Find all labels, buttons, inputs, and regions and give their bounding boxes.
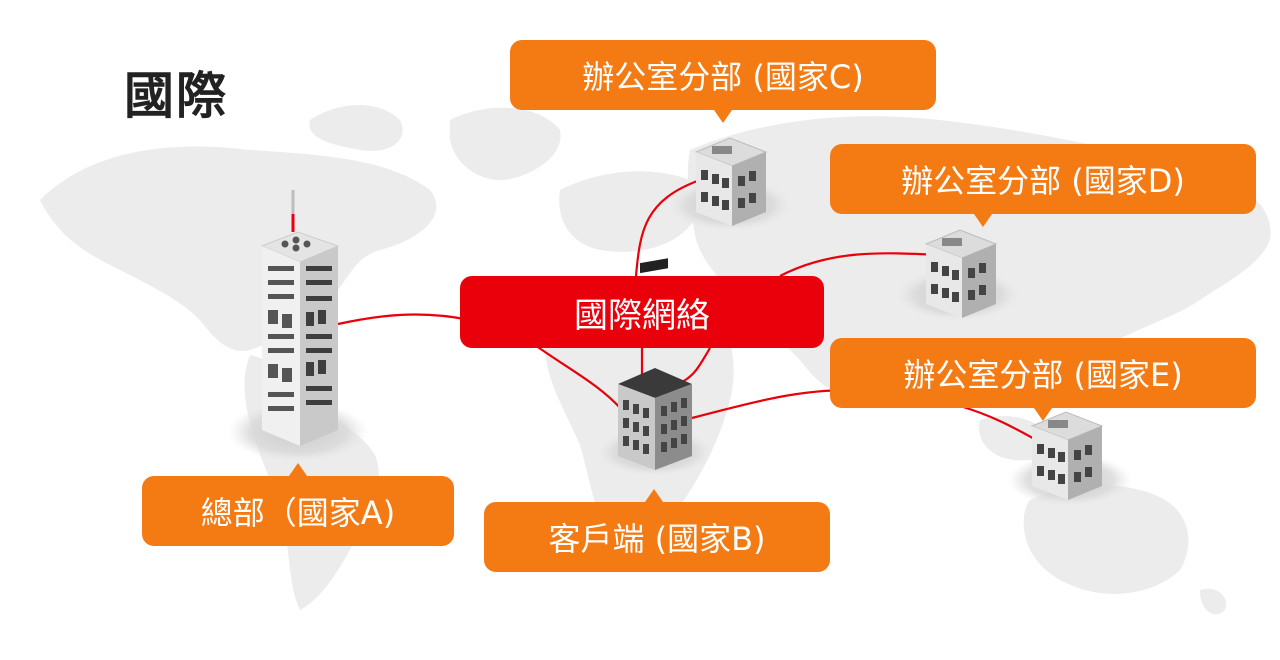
link-branch-c <box>634 178 701 277</box>
client-building-icon <box>618 258 692 470</box>
link-branch-d <box>779 252 941 277</box>
office-building-icon-c <box>694 137 768 226</box>
branch-c-callout: 辦公室分部 (國家C) <box>510 40 936 123</box>
branch-e-callout: 辦公室分部 (國家E) <box>830 338 1256 421</box>
office-building-icon-e <box>1030 411 1104 500</box>
link-client-left <box>534 344 623 411</box>
page-title: 國際 <box>124 67 228 125</box>
branch-d-callout: 辦公室分部 (國家D) <box>830 144 1256 227</box>
hq-callout: 總部（國家A) <box>142 463 454 546</box>
international-network-node: 國際網絡 <box>460 276 824 348</box>
hq-tower-icon <box>260 190 340 446</box>
client-callout: 客戶端 (國家B) <box>484 489 830 572</box>
link-hq <box>337 313 471 326</box>
office-building-icon-d <box>924 229 998 318</box>
link-client-right <box>681 347 711 383</box>
